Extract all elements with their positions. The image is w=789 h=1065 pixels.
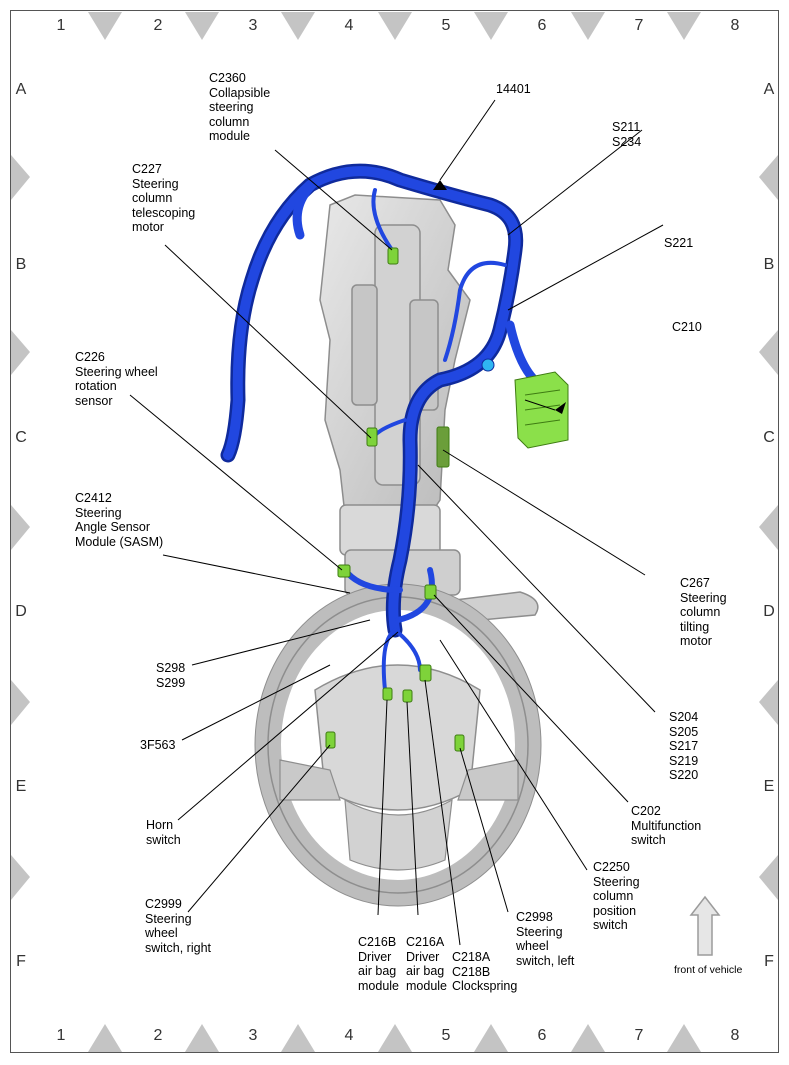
marker-top-7 bbox=[667, 12, 701, 40]
grid-col-5-bottom: 5 bbox=[441, 1027, 451, 1044]
marker-bot-2 bbox=[185, 1024, 219, 1052]
grid-col-8-bottom: 8 bbox=[730, 1027, 740, 1044]
marker-bot-6 bbox=[571, 1024, 605, 1052]
grid-col-2-bottom: 2 bbox=[153, 1027, 163, 1044]
label-c267: C267 Steering column tilting motor bbox=[680, 576, 727, 648]
connector-c202 bbox=[424, 584, 437, 600]
marker-top-1 bbox=[88, 12, 122, 40]
label-s221: S221 bbox=[664, 236, 694, 250]
marker-top-3 bbox=[281, 12, 315, 40]
marker-top-5 bbox=[474, 12, 508, 40]
label-c227: C227 Steering column telescoping motor bbox=[132, 162, 196, 234]
grid-row-b-right: B bbox=[763, 256, 775, 273]
grid-col-3: 3 bbox=[248, 17, 258, 34]
label-c216b: C216B Driver air bag module bbox=[358, 935, 399, 993]
label-c216a: C216A Driver air bag module bbox=[406, 935, 447, 993]
marker-top-6 bbox=[571, 12, 605, 40]
label-s298-s299: S298 S299 bbox=[156, 661, 186, 690]
leader-lines bbox=[129, 129, 664, 946]
label-c2250: C2250 Steering column position switch bbox=[593, 860, 640, 932]
grid-row-f-right: F bbox=[764, 953, 774, 970]
grid-col-2: 2 bbox=[153, 17, 163, 34]
marker-right-1 bbox=[759, 155, 778, 200]
label-14401: 14401 bbox=[496, 82, 531, 96]
label-c2998: C2998 Steering wheel switch, left bbox=[516, 910, 575, 968]
marker-left-5 bbox=[11, 855, 30, 900]
label-3f563: 3F563 bbox=[140, 738, 176, 752]
label-s211-s234: S211 S234 bbox=[612, 120, 642, 149]
grid-row-a-right: A bbox=[763, 81, 775, 98]
grid-col-1-bottom: 1 bbox=[56, 1027, 66, 1044]
marker-bot-7 bbox=[667, 1024, 701, 1052]
grid-row-b: B bbox=[15, 256, 27, 273]
marker-right-3 bbox=[759, 505, 778, 550]
marker-bot-5 bbox=[474, 1024, 508, 1052]
connector-c2999 bbox=[325, 731, 336, 749]
grid-col-6-bottom: 6 bbox=[537, 1027, 547, 1044]
marker-top-4 bbox=[378, 12, 412, 40]
leader-14401 bbox=[439, 99, 496, 181]
grid-row-d: D bbox=[15, 603, 27, 620]
connector-c210-detail bbox=[524, 389, 561, 426]
connector-c2998 bbox=[454, 734, 465, 752]
connector-c218 bbox=[419, 664, 432, 682]
grid-row-e-right: E bbox=[763, 778, 775, 795]
grid-col-6: 6 bbox=[537, 17, 547, 34]
grid-row-c-right: C bbox=[763, 429, 775, 446]
marker-left-2 bbox=[11, 330, 30, 375]
marker-right-4 bbox=[759, 680, 778, 725]
marker-bot-3 bbox=[281, 1024, 315, 1052]
connector-c216a bbox=[402, 689, 413, 703]
marker-bot-4 bbox=[378, 1024, 412, 1052]
grid-col-8: 8 bbox=[730, 17, 740, 34]
label-horn-switch: Horn switch bbox=[146, 818, 181, 847]
label-c218: C218A C218B Clockspring bbox=[452, 950, 518, 993]
connector-c227 bbox=[366, 427, 378, 447]
label-c2999: C2999 Steering wheel switch, right bbox=[145, 897, 211, 955]
marker-left-3 bbox=[11, 505, 30, 550]
marker-right-5 bbox=[759, 855, 778, 900]
grid-row-a: A bbox=[15, 81, 27, 98]
connector-c216b bbox=[382, 687, 393, 701]
connector-c2412 bbox=[337, 564, 351, 578]
grid-col-7-bottom: 7 bbox=[634, 1027, 644, 1044]
connector-c267 bbox=[436, 426, 450, 468]
grid-col-1: 1 bbox=[56, 17, 66, 34]
grid-row-f: F bbox=[16, 953, 26, 970]
marker-left-4 bbox=[11, 680, 30, 725]
label-c210: C210 bbox=[672, 320, 702, 334]
grid-row-d-right: D bbox=[763, 603, 775, 620]
grid-row-e: E bbox=[15, 778, 27, 795]
marker-right-2 bbox=[759, 330, 778, 375]
marker-left-1 bbox=[11, 155, 30, 200]
marker-top-2 bbox=[185, 12, 219, 40]
label-c2360: C2360 Collapsible steering column module bbox=[209, 71, 271, 143]
grid-row-c: C bbox=[15, 429, 27, 446]
label-front-of-vehicle: front of vehicle bbox=[674, 964, 743, 976]
leader-arrowheads bbox=[433, 180, 566, 414]
grid-col-7: 7 bbox=[634, 17, 644, 34]
grid-col-4: 4 bbox=[344, 17, 354, 34]
grid-col-4-bottom: 4 bbox=[344, 1027, 354, 1044]
marker-bot-1 bbox=[88, 1024, 122, 1052]
grid-col-3-bottom: 3 bbox=[248, 1027, 258, 1044]
connector-c2360 bbox=[387, 247, 399, 265]
label-s204-s220: S204 S205 S217 S219 S220 bbox=[669, 710, 699, 782]
frame-markers bbox=[11, 12, 778, 1052]
label-c2412: C2412 Steering Angle Sensor Module (SASM… bbox=[75, 491, 164, 549]
grid-col-5: 5 bbox=[441, 17, 451, 34]
front-of-vehicle-arrow bbox=[689, 895, 721, 956]
label-c202: C202 Multifunction switch bbox=[631, 804, 702, 847]
label-c226: C226 Steering wheel rotation sensor bbox=[75, 350, 158, 408]
